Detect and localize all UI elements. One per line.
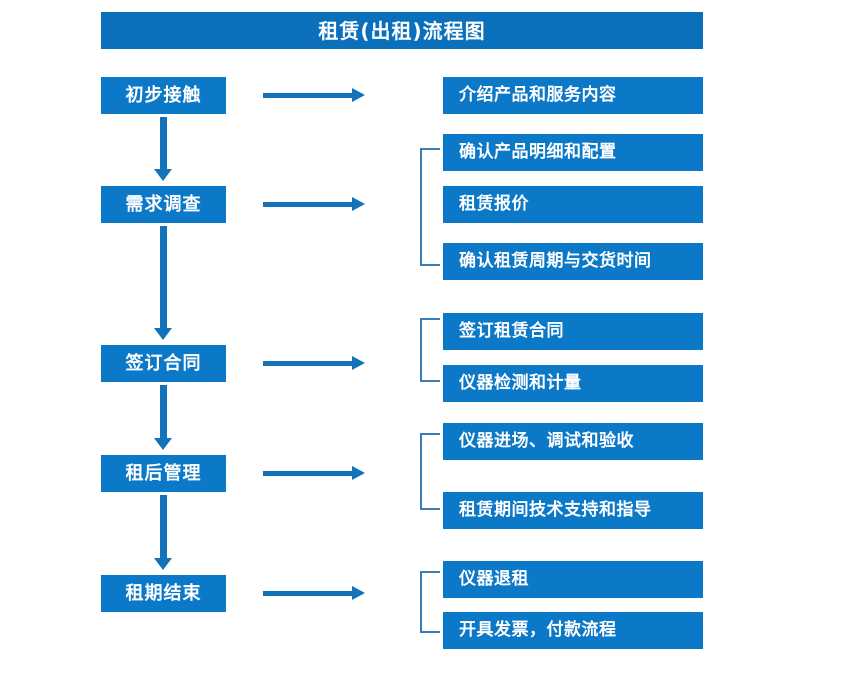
stage-box-2[interactable]: 需求调查 [101,186,226,223]
horizontal-arrow-icon-2 [263,197,365,211]
detail-label-8: 租赁期间技术支持和指导 [459,500,652,520]
detail-label-1: 介绍产品和服务内容 [459,85,617,105]
group-bracket-4 [420,571,440,633]
detail-label-4: 确认租赁周期与交货时间 [459,251,652,271]
stage-label-2: 需求调查 [125,193,202,215]
detail-label-9: 仪器退租 [459,569,529,589]
stage-box-1[interactable]: 初步接触 [101,77,226,114]
horizontal-arrow-icon-1 [263,88,365,102]
detail-label-5: 签订租赁合同 [459,321,564,341]
detail-box-5[interactable]: 签订租赁合同 [443,313,703,350]
stage-box-3[interactable]: 签订合同 [101,345,226,382]
detail-label-6: 仪器检测和计量 [459,373,582,393]
detail-label-7: 仪器进场、调试和验收 [459,431,634,451]
horizontal-arrow-icon-4 [263,466,365,480]
vertical-arrow-icon-4 [154,495,172,570]
detail-label-2: 确认产品明细和配置 [459,142,617,162]
vertical-arrow-icon-2 [154,226,172,340]
detail-label-10: 开具发票，付款流程 [459,620,617,640]
detail-box-3[interactable]: 租赁报价 [443,186,703,223]
detail-box-10[interactable]: 开具发票，付款流程 [443,612,703,649]
group-bracket-1 [420,148,440,266]
horizontal-arrow-icon-5 [263,586,365,600]
stage-label-1: 初步接触 [125,84,202,106]
detail-box-7[interactable]: 仪器进场、调试和验收 [443,423,703,460]
detail-box-4[interactable]: 确认租赁周期与交货时间 [443,243,703,280]
stage-label-5: 租期结束 [125,582,202,604]
detail-box-8[interactable]: 租赁期间技术支持和指导 [443,492,703,529]
detail-box-6[interactable]: 仪器检测和计量 [443,365,703,402]
detail-label-3: 租赁报价 [459,194,529,214]
diagram-title-bar: 租赁(出租)流程图 [101,12,703,49]
group-bracket-2 [420,318,440,382]
group-bracket-3 [420,433,440,510]
horizontal-arrow-icon-3 [263,356,365,370]
diagram-title: 租赁(出租)流程图 [318,18,486,43]
stage-box-4[interactable]: 租后管理 [101,455,226,492]
vertical-arrow-icon-1 [154,117,172,181]
vertical-arrow-icon-3 [154,385,172,450]
stage-label-4: 租后管理 [125,462,202,484]
detail-box-9[interactable]: 仪器退租 [443,561,703,598]
stage-label-3: 签订合同 [125,352,202,374]
detail-box-1[interactable]: 介绍产品和服务内容 [443,77,703,114]
detail-box-2[interactable]: 确认产品明细和配置 [443,134,703,171]
stage-box-5[interactable]: 租期结束 [101,575,226,612]
